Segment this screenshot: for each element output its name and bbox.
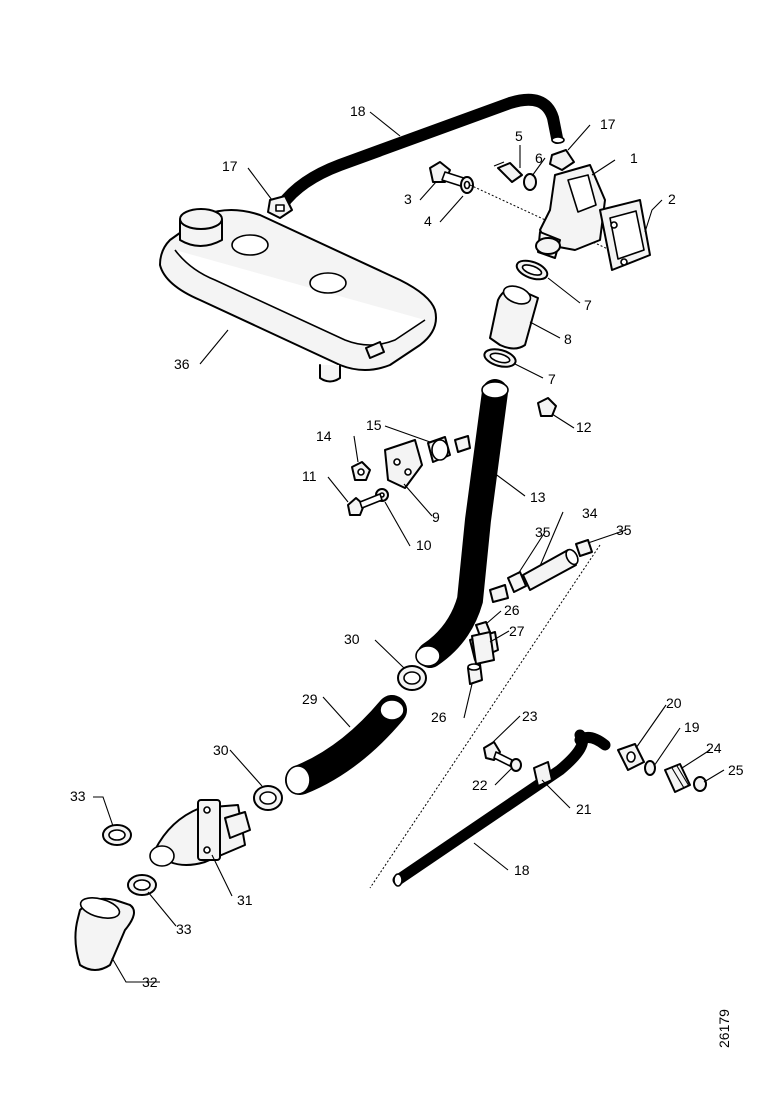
part-12-nut — [537, 397, 557, 417]
callout-17a: 17 — [222, 158, 238, 174]
callout-34: 34 — [582, 505, 598, 521]
callout-22: 22 — [472, 777, 488, 793]
callout-24: 24 — [706, 740, 722, 756]
part-18-upper-hose — [276, 93, 565, 211]
part-2-gasket — [599, 199, 651, 271]
part-30-clamp-upper — [397, 665, 427, 691]
part-36-expansion-tank — [159, 208, 437, 383]
callout-13: 13 — [530, 489, 546, 505]
callout-1: 1 — [630, 150, 638, 166]
callout-9: 9 — [432, 509, 440, 525]
part-7-clamp-lower — [483, 348, 517, 368]
part-6-washer — [523, 173, 537, 191]
callout-3: 3 — [404, 191, 412, 207]
part-14-nut — [351, 461, 371, 481]
callout-8: 8 — [564, 331, 572, 347]
part-27-bracket — [471, 631, 495, 665]
callout-10: 10 — [416, 537, 432, 553]
part-32-hose-elbow — [74, 897, 135, 971]
callout-7a: 7 — [584, 297, 592, 313]
callout-23: 23 — [522, 708, 538, 724]
callout-25: 25 — [728, 762, 744, 778]
part-15-rubber-bush — [427, 436, 451, 463]
callout-7b: 7 — [548, 371, 556, 387]
part-17-clamp-right — [549, 149, 575, 171]
callout-31: 31 — [237, 892, 253, 908]
part-31-pipe-fitting — [149, 799, 251, 867]
callout-33b: 33 — [176, 921, 192, 937]
part-35-clamp-left — [507, 571, 527, 593]
callout-labels: 1 2 3 4 5 6 7 7 8 9 10 11 12 13 14 15 17… — [70, 103, 744, 990]
callout-30a: 30 — [344, 631, 360, 647]
callout-36: 36 — [174, 356, 190, 372]
callout-19: 19 — [684, 719, 700, 735]
part-23-bolt — [483, 741, 513, 767]
callout-4: 4 — [424, 213, 432, 229]
part-4-washer — [460, 176, 474, 194]
part-1-thermostat-housing — [535, 164, 606, 259]
callout-26a: 26 — [504, 602, 520, 618]
callout-18a: 18 — [350, 103, 366, 119]
part-9-bracket — [384, 439, 423, 489]
callout-11: 11 — [302, 468, 317, 484]
callout-27: 27 — [509, 623, 525, 639]
part-11-bolt — [347, 493, 383, 516]
callout-21: 21 — [576, 801, 592, 817]
callout-15: 15 — [366, 417, 382, 433]
callout-5: 5 — [515, 128, 523, 144]
part-7-clamp-upper — [515, 259, 549, 281]
callout-26b: 26 — [431, 709, 447, 725]
callout-35b: 35 — [616, 522, 632, 538]
part-19-washer — [644, 760, 656, 776]
callout-29: 29 — [302, 691, 318, 707]
callout-20: 20 — [666, 695, 682, 711]
part-13-coolant-pipe — [415, 379, 509, 668]
callout-18b: 18 — [514, 862, 530, 878]
part-20-nut — [617, 743, 645, 771]
callout-30b: 30 — [213, 742, 229, 758]
callout-12: 12 — [576, 419, 592, 435]
part-17-clamp-left — [267, 195, 293, 219]
leader-lines — [93, 111, 725, 983]
part-21-clip — [533, 761, 553, 787]
part-18-lower-hose — [392, 729, 611, 887]
part-33-clamp-upper — [102, 824, 132, 846]
callout-2: 2 — [668, 191, 676, 207]
callout-14: 14 — [316, 428, 332, 444]
callout-32: 32 — [142, 974, 158, 990]
part-25-washer — [693, 776, 707, 792]
part-5-nipple — [493, 161, 523, 183]
part-24-union — [664, 763, 691, 793]
callout-33a: 33 — [70, 788, 86, 804]
part-34-hose-sleeve — [522, 548, 579, 591]
part-8-short-hose — [489, 285, 539, 350]
callout-6: 6 — [535, 150, 543, 166]
part-26-plug — [467, 663, 483, 685]
figure-number: 26179 — [716, 1009, 732, 1048]
part-29-hose — [285, 695, 407, 795]
callout-17b: 17 — [600, 116, 616, 132]
part-33-clamp-lower — [127, 874, 157, 896]
part-30-clamp-lower — [253, 785, 283, 811]
callout-35a: 35 — [535, 524, 551, 540]
part-35-clamp-right — [575, 539, 593, 557]
